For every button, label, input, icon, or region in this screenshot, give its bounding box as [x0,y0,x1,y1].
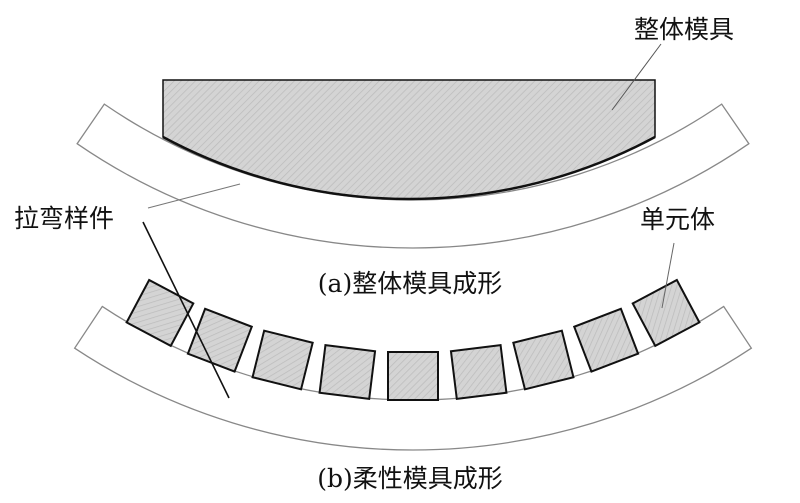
leader-unit [661,242,675,309]
unit-blocks [125,278,701,401]
caption-b: (b)柔性模具成形 [317,464,503,493]
label-workpiece: 拉弯样件 [14,204,114,233]
die-contact-edge [162,135,656,201]
workpiece-band-b [73,305,753,451]
label-unit: 单元体 [640,205,715,234]
unit-block [449,344,508,400]
leader-workpiece-a [147,183,241,209]
leader-die [611,43,662,111]
caption-a: (a)整体模具成形 [318,269,502,298]
unit-block [387,351,439,401]
leader-workpiece-b [142,221,230,399]
unit-block [512,329,575,391]
unit-block [631,278,701,348]
label-die: 整体模具 [634,15,734,44]
unit-block [125,278,195,348]
unit-block [572,307,640,373]
unit-block [251,329,314,391]
unit-block [318,344,377,400]
